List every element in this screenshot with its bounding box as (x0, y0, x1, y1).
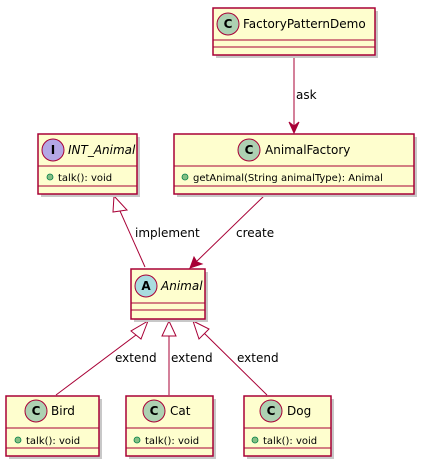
edge-label-ask: ask (296, 88, 317, 102)
badge-letter: C (150, 404, 159, 418)
class-cat[interactable]: C Cat talk(): void (125, 395, 216, 459)
badge-letter: C (267, 404, 276, 418)
badge-letter: C (224, 17, 233, 31)
public-method-icon (14, 436, 22, 444)
method-talk: talk(): void (26, 436, 80, 447)
class-name: Bird (51, 404, 75, 418)
badge-letter: C (32, 404, 41, 418)
public-method-icon (133, 436, 141, 444)
edge-ask: ask (288, 57, 317, 135)
badge-letter: I (51, 143, 55, 157)
class-name: Dog (287, 404, 311, 418)
class-int-animal[interactable]: I INT_Animal talk(): void (37, 133, 140, 197)
edge-extend-cat: extend (161, 319, 213, 395)
edge-label-extend-dog: extend (237, 351, 279, 365)
class-name: Animal (160, 279, 203, 293)
class-factory-pattern-demo[interactable]: C FactoryPatternDemo (212, 7, 378, 58)
public-method-icon (46, 173, 54, 181)
class-badge-icon (142, 399, 166, 423)
public-method-icon (251, 436, 259, 444)
edge-extend-dog: extend (192, 320, 279, 396)
class-name: AnimalFactory (265, 143, 350, 157)
interface-name: INT_Animal (68, 143, 136, 157)
badge-letter: C (245, 143, 254, 157)
edge-label-extend-bird: extend (115, 351, 157, 365)
class-animal-factory[interactable]: C AnimalFactory getAnimal(String animalT… (173, 133, 417, 197)
class-bird[interactable]: C Bird talk(): void (5, 395, 102, 459)
class-name: FactoryPatternDemo (243, 17, 366, 31)
interface-badge-icon (41, 138, 65, 162)
badge-letter: A (141, 279, 151, 293)
edge-implement: implement (112, 194, 200, 268)
method-talk: talk(): void (58, 173, 112, 184)
class-animal[interactable]: A Animal (130, 268, 208, 322)
edge-label-implement: implement (135, 226, 200, 240)
class-badge-icon (24, 399, 48, 423)
class-badge-icon (259, 399, 283, 423)
method-talk: talk(): void (263, 436, 317, 447)
method-talk: talk(): void (145, 436, 199, 447)
class-name: Cat (170, 404, 191, 418)
class-badge-icon (216, 12, 240, 36)
edge-label-create: create (236, 226, 274, 240)
class-dog[interactable]: C Dog talk(): void (243, 395, 334, 459)
method-get-animal: getAnimal(String animalType): Animal (193, 173, 383, 184)
class-badge-icon (237, 138, 261, 162)
edge-create: create (189, 194, 274, 269)
edge-extend-bird: extend (55, 319, 157, 396)
edge-label-extend-cat: extend (171, 351, 213, 365)
abstract-badge-icon (134, 274, 158, 298)
public-method-icon (181, 173, 189, 181)
